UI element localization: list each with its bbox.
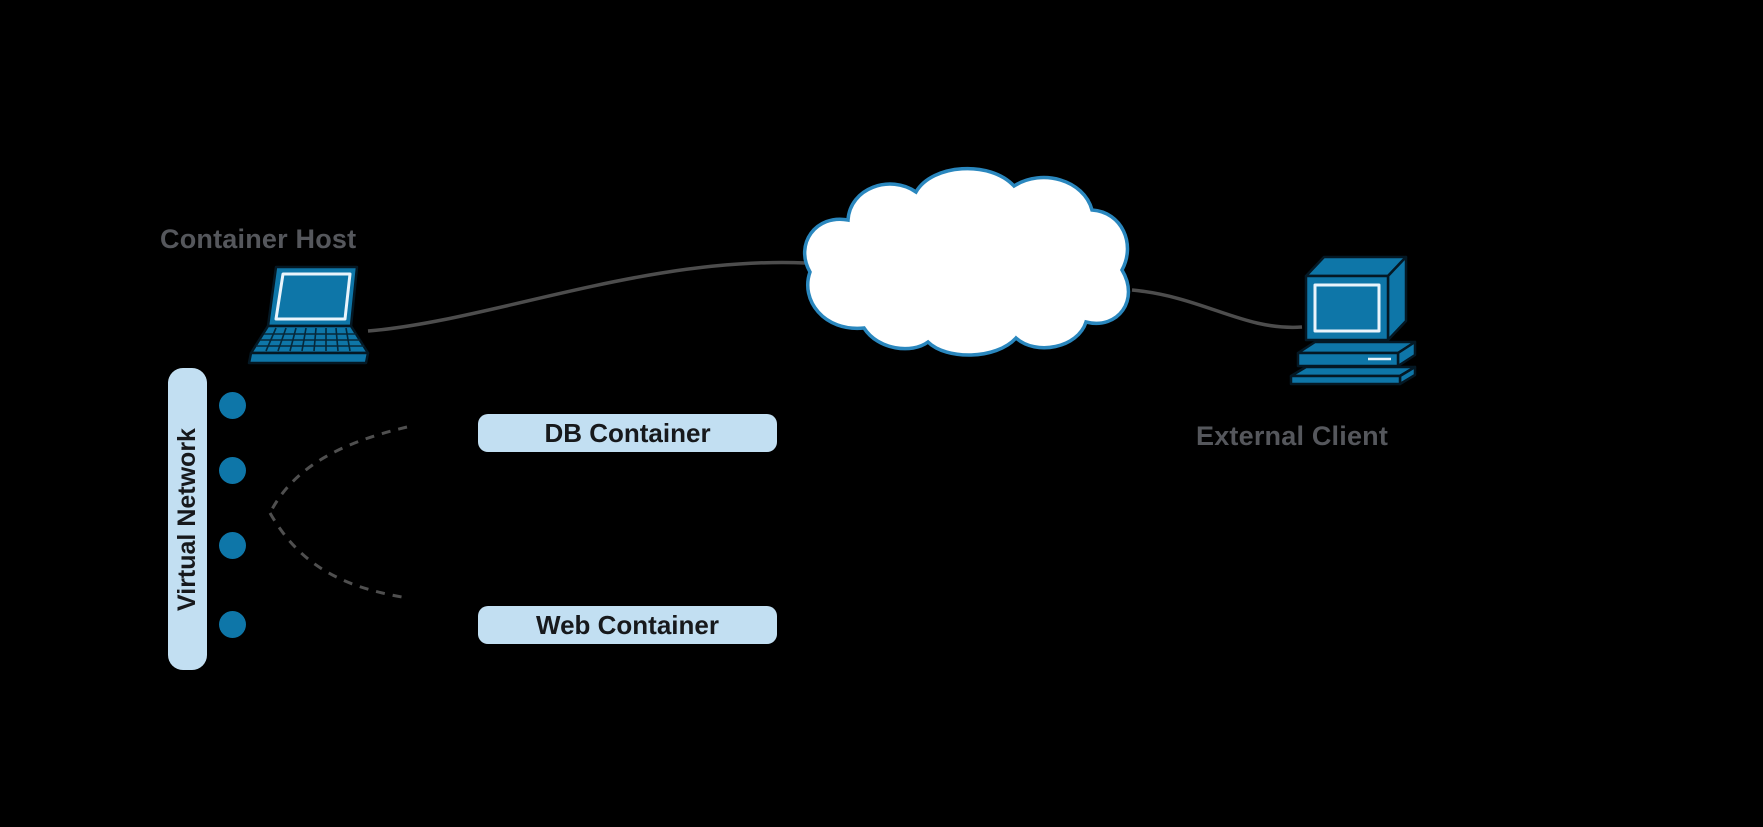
- web-container-label: Web Container: [536, 609, 719, 640]
- network-dot: [219, 392, 246, 419]
- db-container-node: DB Container: [478, 414, 777, 452]
- network-to-db-link: [268, 425, 408, 514]
- desktop-computer-icon: [1289, 255, 1417, 386]
- cloud-icon: [803, 166, 1131, 357]
- network-dot: [219, 457, 246, 484]
- container-host-label: Container Host: [160, 224, 357, 254]
- external-client-label: External Client: [1196, 421, 1389, 451]
- network-dot: [219, 532, 246, 559]
- db-container-label: DB Container: [544, 417, 711, 448]
- virtual-network-bar: Virtual Network: [168, 368, 207, 670]
- virtual-network-label: Virtual Network: [173, 427, 201, 611]
- network-dot: [219, 611, 246, 638]
- cloud-shape: [803, 166, 1131, 357]
- laptop-icon: [247, 265, 370, 365]
- cloud-to-client-link: [1131, 288, 1303, 330]
- host-to-cloud-link: [367, 260, 807, 333]
- network-to-web-link: [268, 512, 403, 599]
- web-container-node: Web Container: [478, 606, 777, 644]
